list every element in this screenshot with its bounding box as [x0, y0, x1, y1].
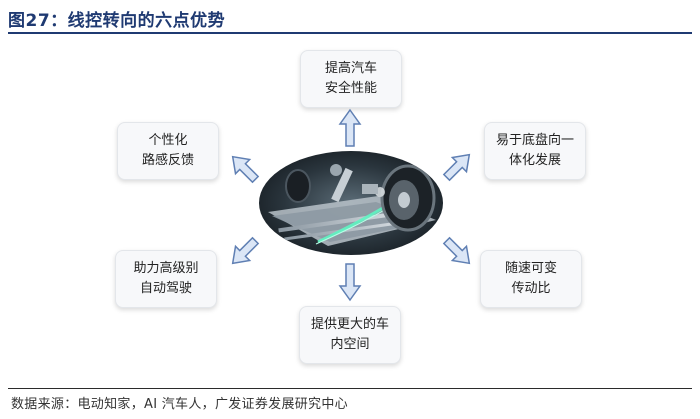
advantage-card-line2: 内空间 [330, 337, 370, 352]
arrow-up-right-icon [442, 153, 471, 182]
advantage-card-line1: 提高汽车 [324, 61, 377, 76]
advantage-card-safety: 提高汽车 安全性能 [300, 50, 402, 108]
title-divider [8, 32, 692, 34]
advantage-card-line1: 个性化 [148, 133, 188, 148]
arrow-down-left-icon [231, 236, 260, 265]
advantage-card-variable-ratio: 随速可变 传动比 [480, 250, 582, 308]
advantage-card-line1: 助力高级别 [133, 261, 199, 276]
advantage-card-line2: 传动比 [511, 281, 551, 296]
advantage-card-line1: 提供更大的车 [310, 317, 389, 332]
advantage-card-autonomous-driving: 助力高级别 自动驾驶 [115, 250, 217, 308]
arrow-down-right-icon [442, 236, 471, 265]
arrow-down-icon [338, 263, 362, 302]
advantage-card-cabin-space: 提供更大的车 内空间 [299, 306, 401, 364]
advantage-card-line1: 易于底盘向一 [495, 133, 574, 148]
advantage-card-line2: 体化发展 [508, 153, 561, 168]
advantage-card-road-feel: 个性化 路感反馈 [117, 122, 219, 180]
advantage-card-line2: 安全性能 [324, 81, 377, 96]
advantage-card-line2: 路感反馈 [141, 153, 194, 168]
arrow-up-left-icon [231, 155, 260, 184]
arrow-up-icon [338, 108, 362, 147]
advantage-card-line1: 随速可变 [504, 261, 557, 276]
steer-by-wire-chassis-image [259, 151, 443, 255]
source-note: 数据来源：电动知家，AI 汽车人，广发证券发展研究中心 [11, 397, 348, 412]
source-divider [8, 388, 692, 389]
advantage-card-chassis-integration: 易于底盘向一 体化发展 [484, 122, 586, 180]
advantage-card-line2: 自动驾驶 [139, 281, 192, 296]
figure-title: 图27：线控转向的六点优势 [8, 11, 226, 31]
